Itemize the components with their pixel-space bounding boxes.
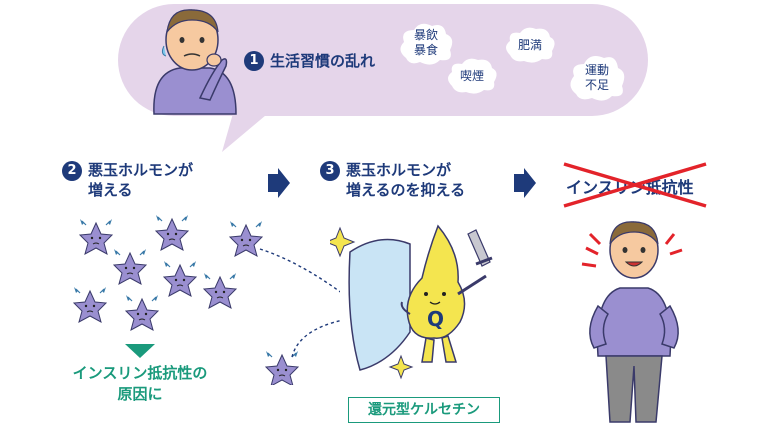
cloud-overeating: 暴飲 暴食 (413, 28, 438, 57)
cloud-shape (570, 56, 625, 101)
cloud-lack-of-exercise: 運動 不足 (584, 63, 609, 92)
bad-hormones-illustration (73, 214, 340, 385)
step-3-label: 悪玉ホルモンが 増えるのを抑える (346, 161, 466, 199)
step-1-label: 生活習慣の乱れ (270, 52, 376, 70)
cloud-shape (506, 27, 555, 63)
triangle-down-icon (125, 344, 155, 358)
arrow-right-icon (514, 168, 536, 198)
shield-and-mascot-illustration (330, 224, 493, 380)
cause-label: インスリン抵抗性の 原因に (72, 364, 208, 403)
step-1-number: 1 (244, 51, 264, 71)
cloud-obesity: 肥満 (517, 38, 542, 52)
cloud-shape (400, 23, 453, 65)
cloud-smoking: 喫煙 (459, 69, 484, 83)
cloud-shape (448, 58, 497, 94)
worried-man-illustration (153, 9, 237, 115)
step-3-number: 3 (320, 161, 340, 181)
step-2-number: 2 (62, 161, 82, 181)
speech-bubble-tail (222, 110, 272, 152)
arrow-right-icon (268, 168, 290, 198)
supplement-label: 還元型ケルセチン (348, 397, 500, 423)
mascot-letter: Q (427, 307, 445, 331)
cross-out-mark (563, 162, 707, 208)
step-2-label: 悪玉ホルモンが 増える (88, 161, 194, 199)
happy-man-illustration (581, 221, 683, 423)
